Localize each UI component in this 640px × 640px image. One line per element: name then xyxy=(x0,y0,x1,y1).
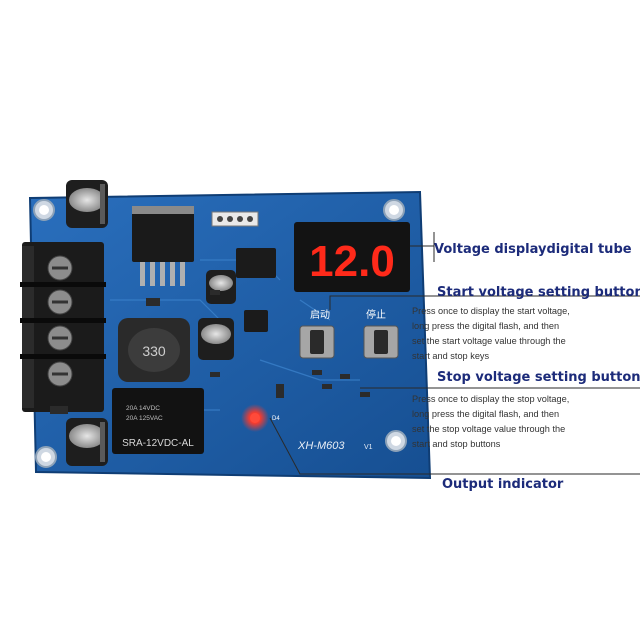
mounting-holes xyxy=(33,199,407,468)
regulator-ic xyxy=(132,206,194,286)
callout-start-line: set the start voltage value through the xyxy=(412,336,566,346)
display-value: 12.0 xyxy=(309,237,395,286)
terminal-block xyxy=(20,242,106,412)
capacitor-bottom-left xyxy=(66,418,108,466)
inductor: 330 xyxy=(118,318,190,382)
led-label: D4 xyxy=(272,416,280,422)
callout-output-title: Output indicator xyxy=(442,477,564,492)
capacitor-top-left xyxy=(66,180,108,228)
microcontroller-chip xyxy=(236,248,276,278)
callout-stop-title: Stop voltage setting button xyxy=(437,370,640,385)
output-led xyxy=(241,404,269,432)
callout-start-line: start and stop keys xyxy=(412,351,490,361)
transistor xyxy=(244,310,268,332)
stop-key-label: 停止 xyxy=(366,308,386,321)
relay-rating-2: 20A 125VAC xyxy=(126,415,163,422)
digital-display: 12.0 xyxy=(294,222,410,292)
model-label: XH-M603 xyxy=(297,440,345,452)
callout-stop-line: start and stop buttons xyxy=(412,439,501,449)
callout-start-line: Press once to display the start voltage, xyxy=(412,306,570,316)
callout-start-title: Start voltage setting button xyxy=(437,285,640,300)
relay-marking: SRA-12VDC-AL xyxy=(122,438,194,449)
start-button[interactable] xyxy=(299,325,335,359)
capacitor-upper xyxy=(206,270,236,304)
callout-stop-description: Press once to display the stop voltage, … xyxy=(412,392,610,452)
inductor-marking: 330 xyxy=(142,343,166,359)
stop-button[interactable] xyxy=(363,325,399,359)
header-pins xyxy=(211,211,259,227)
callout-stop-line: set the stop voltage value through the xyxy=(412,424,566,434)
version-mark: V1 xyxy=(364,444,373,451)
start-key-label: 启动 xyxy=(310,308,330,321)
callout-start-line: long press the digital flash, and then xyxy=(412,321,560,331)
leader-lines xyxy=(269,232,640,475)
capacitor-center xyxy=(198,318,234,360)
relay: 20A 14VDC 20A 125VAC SRA-12VDC-AL xyxy=(112,388,204,454)
relay-rating-1: 20A 14VDC xyxy=(126,405,160,412)
callout-stop-line: Press once to display the stop voltage, xyxy=(412,394,570,404)
callout-start-description: Press once to display the start voltage,… xyxy=(412,304,610,364)
callout-stop-line: long press the digital flash, and then xyxy=(412,409,560,419)
callout-display-title: Voltage displaydigital tube xyxy=(434,242,632,257)
